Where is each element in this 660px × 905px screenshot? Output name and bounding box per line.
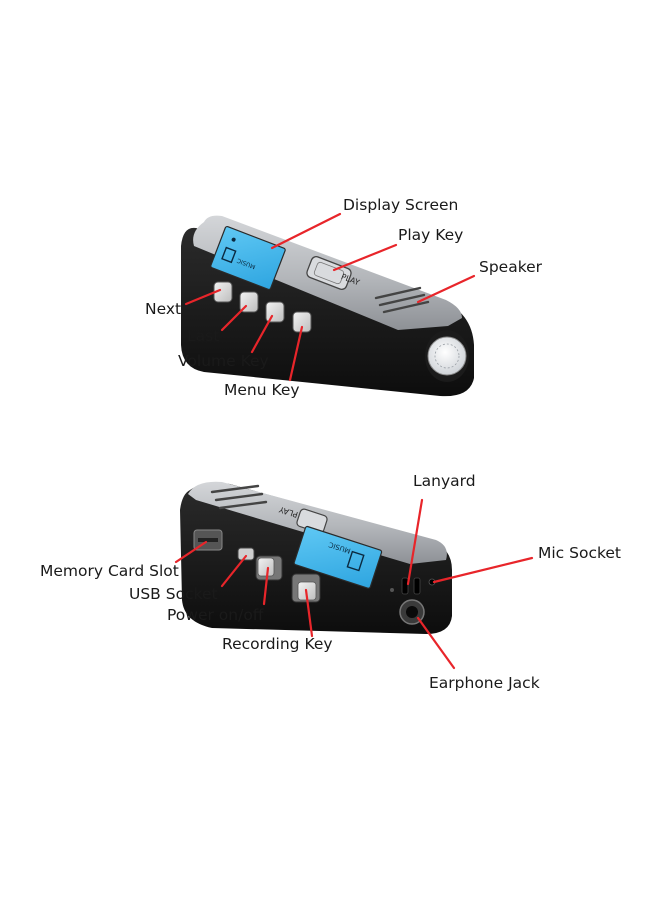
leader-memory-card-slot xyxy=(174,540,208,564)
leader-mic-socket xyxy=(432,556,534,584)
label-recording-key: Recording Key xyxy=(222,635,333,653)
leader-usb-socket xyxy=(220,554,248,588)
label-memory-card-slot: Memory Card Slot xyxy=(40,562,179,580)
display-screen-back: MUSIC xyxy=(293,525,383,589)
speaker-grille-back xyxy=(210,484,268,510)
speaker-grille xyxy=(374,286,430,314)
play-key[interactable] xyxy=(305,255,352,291)
label-volume-key: Volume Key xyxy=(178,352,269,370)
label-last: Last xyxy=(187,327,220,345)
label-lanyard: Lanyard xyxy=(413,472,476,490)
leader-speaker xyxy=(416,274,476,304)
menu-button[interactable] xyxy=(292,311,312,333)
leader-lanyard xyxy=(406,498,424,586)
leader-recording-key xyxy=(304,588,314,638)
label-speaker: Speaker xyxy=(479,258,543,276)
label-earphone-jack: Earphone Jack xyxy=(429,674,540,692)
volume-button[interactable] xyxy=(265,301,285,323)
label-play-key: Play Key xyxy=(398,226,464,244)
back-leader-lines xyxy=(174,498,534,670)
usb-socket[interactable] xyxy=(237,547,255,561)
label-usb-socket: USB Socket xyxy=(129,585,218,603)
label-power: Power on/off xyxy=(167,606,264,624)
leader-play-key xyxy=(332,243,398,272)
recorder-back: PLAY MUSIC xyxy=(174,481,534,670)
leader-earphone-jack xyxy=(416,616,456,670)
end-cap xyxy=(425,330,469,382)
side-dot xyxy=(390,588,394,592)
label-display-screen: Display Screen xyxy=(343,196,459,214)
label-mic-socket: Mic Socket xyxy=(538,544,622,562)
label-menu-key: Menu Key xyxy=(224,381,300,399)
leader-volume-key xyxy=(250,314,274,354)
leader-power xyxy=(262,566,270,606)
label-next: Next xyxy=(145,300,182,318)
recorder-front: MUSIC PLAY xyxy=(181,212,476,397)
front-leader-lines xyxy=(184,212,476,382)
leader-last xyxy=(220,304,248,332)
leader-display-screen xyxy=(270,212,342,250)
lanyard-holes xyxy=(401,577,421,595)
display-screen: MUSIC xyxy=(210,225,286,291)
leader-next xyxy=(184,288,222,306)
leader-menu-key xyxy=(288,325,304,382)
